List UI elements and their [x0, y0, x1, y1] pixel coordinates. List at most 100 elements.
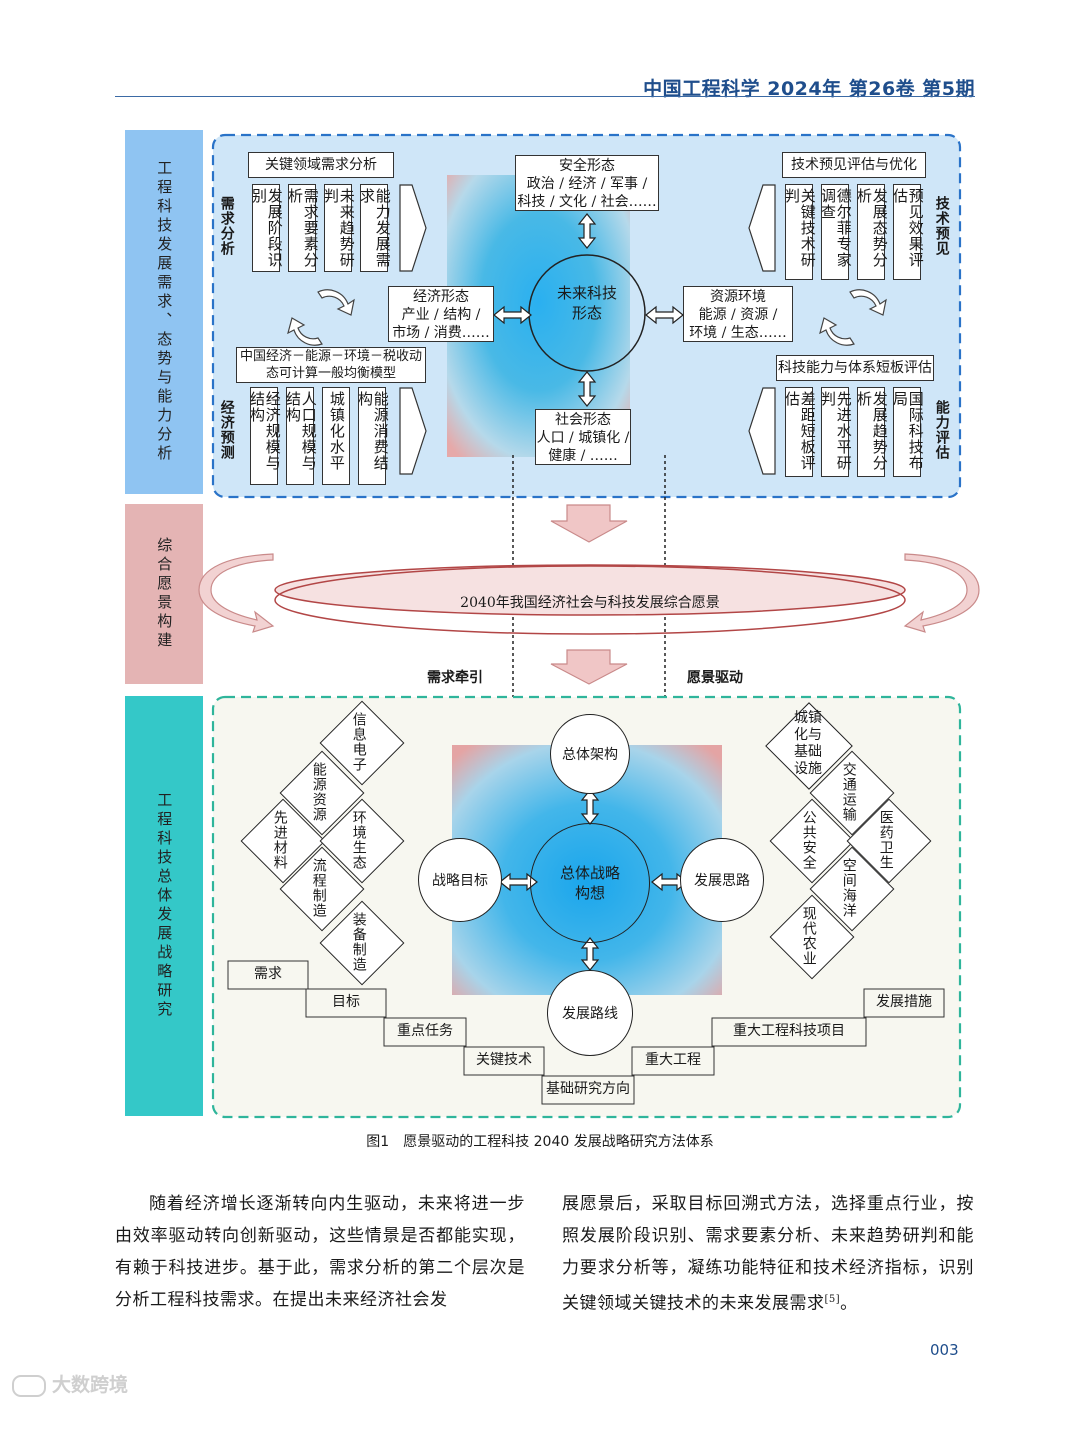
- econ-item-text: 经济规模与结构: [248, 391, 282, 471]
- econ-item-text: 城镇化水平: [327, 391, 346, 471]
- tech-item: 德尔菲专家调查: [819, 184, 853, 280]
- vision-label: 2040年我国经济社会与科技发展综合愿景: [460, 595, 720, 611]
- economic-form-line: 市场 / 消费……: [392, 325, 490, 341]
- body-right-end: 。: [840, 1293, 858, 1314]
- econ-side-text: 经济预测: [218, 400, 235, 460]
- development-route-circle: 发展路线: [547, 970, 633, 1056]
- economic-form-box: 经济形态 产业 / 结构 / 市场 / 消费……: [388, 286, 494, 342]
- cap-item: 发展趋势分析: [855, 387, 889, 477]
- diamond-label: 城镇化与基础设施: [793, 710, 823, 778]
- step-major-tech-project: 重大工程科技项目: [733, 1023, 845, 1039]
- demand-item: 未来趋势研判: [322, 184, 356, 272]
- development-idea-circle: 发展思路: [680, 838, 764, 922]
- diamond-text: 环境生态: [350, 810, 367, 870]
- header-rule: [115, 96, 975, 97]
- security-form-line: 科技 / 文化 / 社会……: [517, 194, 657, 210]
- demand-side-label: 需求分析: [218, 196, 235, 260]
- cap-item-text: 差距短板评估: [783, 391, 817, 471]
- tech-side-text: 技术预见: [933, 196, 950, 256]
- overall-architecture-text: 总体架构: [562, 747, 618, 763]
- econ-item: 人口规模与结构: [284, 387, 318, 485]
- econ-side-label: 经济预测: [218, 400, 235, 464]
- diamond-label: 医药卫生: [877, 810, 894, 874]
- cap-side-text: 能力评估: [933, 400, 950, 460]
- diamond-label: 现代农业: [800, 906, 817, 970]
- demand-title: 关键领域需求分析: [248, 152, 394, 178]
- development-idea-text: 发展思路: [694, 873, 750, 889]
- watermark: 大数跨境: [12, 1370, 128, 1397]
- tech-item-text: 关键技术研判: [783, 188, 817, 268]
- demand-item-text: 未来趋势研判: [322, 188, 356, 268]
- demand-item-text: 能力发展需求: [358, 188, 392, 268]
- figure-caption: 图1 愿景驱动的工程科技 2040 发展战略研究方法体系: [366, 1134, 714, 1150]
- demand-side-text: 需求分析: [218, 196, 235, 256]
- cap-item: 先进水平研判: [819, 387, 853, 477]
- demand-item: 需求要素分析: [286, 184, 320, 272]
- cap-item-text: 先进水平研判: [819, 391, 853, 471]
- diamond-text: 医药卫生: [877, 810, 894, 870]
- resource-env-title: 资源环境: [710, 289, 766, 305]
- tech-foresight-title: 技术预见评估与优化: [782, 152, 926, 178]
- econ-item: 城镇化水平: [322, 387, 350, 485]
- resource-env-line: 环境 / 生态……: [689, 325, 787, 341]
- body-paragraph-right: 展愿景后，采取目标回溯式方法，选择重点行业，按照发展阶段识别、需求要素分析、未来…: [562, 1188, 974, 1320]
- tech-item: 关键技术研判: [783, 184, 817, 280]
- step-key-tasks: 重点任务: [397, 1023, 453, 1039]
- band-middle-label: 综合愿景构建: [155, 537, 174, 651]
- econ-item-text: 能源消费结构: [356, 391, 390, 471]
- tech-item-text: 发展态势分析: [855, 188, 889, 268]
- diamond-label: 先进材料: [271, 810, 288, 874]
- step-demand: 需求: [254, 966, 282, 982]
- cap-item: 差距短板评估: [783, 387, 817, 477]
- citation-ref[interactable]: [5]: [824, 1294, 841, 1305]
- diamond-label: 装备制造: [351, 912, 367, 976]
- security-form-line: 政治 / 经济 / 军事 /: [526, 176, 648, 192]
- resource-env-box: 资源环境 能源 / 资源 / 环境 / 生态……: [683, 286, 793, 342]
- top-arrows: [493, 213, 684, 407]
- diamond-text: 流程制造: [310, 858, 327, 918]
- watermark-logo-icon: [12, 1374, 46, 1397]
- strategic-goal-circle: 战略目标: [418, 838, 502, 922]
- step-goal: 目标: [332, 994, 360, 1010]
- diamond-text: 交通运输: [840, 762, 857, 822]
- body-right-text: 展愿景后，采取目标回溯式方法，选择重点行业，按照发展阶段识别、需求要素分析、未来…: [562, 1194, 974, 1314]
- diamond-text: 公共安全: [800, 810, 817, 870]
- security-form-title: 安全形态: [559, 158, 615, 174]
- step-bars: [227, 960, 945, 1105]
- diamond-label: 空间海洋: [841, 858, 857, 922]
- tech-item: 发展态势分析: [855, 184, 889, 280]
- resource-env-line: 能源 / 资源 /: [698, 307, 778, 323]
- diamond-label: 交通运输: [840, 762, 857, 826]
- step-key-tech: 关键技术: [476, 1052, 532, 1068]
- diamond-text: 城镇化与基础设施: [794, 710, 822, 777]
- vision-rings: [274, 564, 906, 635]
- cap-item-text: 发展趋势分析: [855, 391, 889, 471]
- development-route-text: 发展路线: [562, 1006, 618, 1022]
- strategic-goal-text: 战略目标: [432, 873, 488, 889]
- econ-item-text: 人口规模与结构: [284, 391, 318, 471]
- strategy-center-text: 总体战略构想: [559, 863, 620, 902]
- band-middle: 综合愿景构建: [125, 504, 203, 684]
- diamond-text: 先进材料: [271, 810, 288, 870]
- diamond-text: 现代农业: [800, 906, 817, 966]
- econ-item: 能源消费结构: [356, 387, 390, 485]
- social-form-box: 社会形态 人口 / 城镇化 / 健康 / ……: [535, 409, 631, 465]
- demand-pull-label: 需求牵引: [427, 670, 483, 686]
- diamond-label: 流程制造: [310, 858, 327, 922]
- diamond-label: 信息电子: [351, 712, 367, 776]
- band-top: 工程科技发展需求、态势与能力分析: [125, 130, 203, 494]
- chevrons: [399, 184, 776, 475]
- tech-item: 预见效果评估: [891, 184, 925, 280]
- capability-title: 科技能力与体系短板评估: [776, 355, 934, 381]
- vision-drive-label: 愿景驱动: [687, 670, 743, 686]
- cge-model-title: 中国经济－能源－环境－税收动态可计算一般均衡模型: [236, 347, 426, 383]
- journal-header: 中国工程科学 2024年 第26卷 第5期: [643, 78, 975, 100]
- step-basic-research: 基础研究方向: [546, 1081, 630, 1097]
- body-paragraph-left: 随着经济增长逐渐转向内生驱动，未来将进一步由效率驱动转向创新驱动，这些情景是否都…: [115, 1194, 525, 1310]
- security-form-box: 安全形态 政治 / 经济 / 军事 / 科技 / 文化 / 社会……: [515, 155, 659, 211]
- tech-item-text: 预见效果评估: [891, 188, 925, 268]
- diamond-label: 公共安全: [800, 810, 817, 874]
- diamond-text: 能源资源: [310, 762, 327, 822]
- diamond-label: 环境生态: [350, 810, 367, 874]
- page-number: 003: [930, 1341, 959, 1359]
